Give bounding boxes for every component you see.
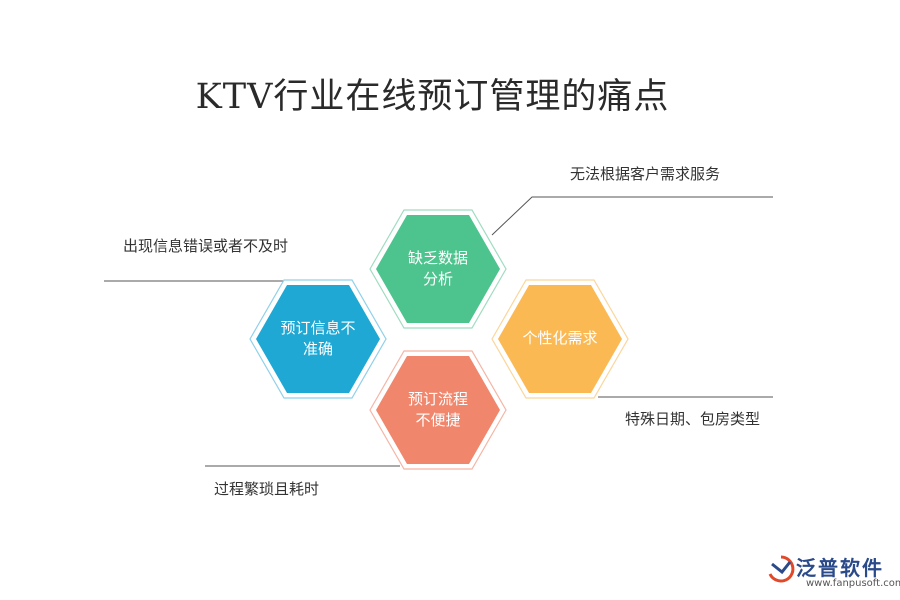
brand-name: 泛普软件	[796, 556, 884, 580]
hexagon-top-label: 缺乏数据分析	[407, 249, 468, 288]
brand-url: www.fanpusoft.com	[806, 578, 900, 589]
hexagon-bottom	[369, 350, 507, 470]
diagram-title: KTV行业在线预订管理的痛点	[195, 77, 670, 117]
leader-line-top-right	[491, 196, 773, 236]
brand-logo: 泛普软件 www.fanpusoft.com	[766, 552, 900, 598]
annotation-bottom-left: 过程繁琐且耗时	[214, 480, 320, 498]
hexagon-left	[249, 279, 387, 399]
hexagon-right	[491, 279, 629, 399]
hexagon-top-fill	[376, 215, 500, 323]
hexagon-right-label: 个性化需求	[522, 329, 598, 347]
hexagon-bottom-label: 预订流程不便捷	[407, 390, 468, 429]
annotation-bottom-right: 特殊日期、包房类型	[625, 410, 761, 428]
hexagon-top	[369, 209, 507, 329]
annotation-top-right: 无法根据客户需求服务	[570, 165, 721, 183]
hexagon-left-label: 预订信息不准确	[280, 319, 356, 358]
hexagon-right-fill	[498, 285, 622, 393]
annotation-top-left: 出现信息错误或者不及时	[123, 237, 289, 255]
hexagon-bottom-fill	[376, 356, 500, 464]
hexagon-left-fill	[256, 285, 380, 393]
brand-logo-icon	[768, 555, 795, 583]
